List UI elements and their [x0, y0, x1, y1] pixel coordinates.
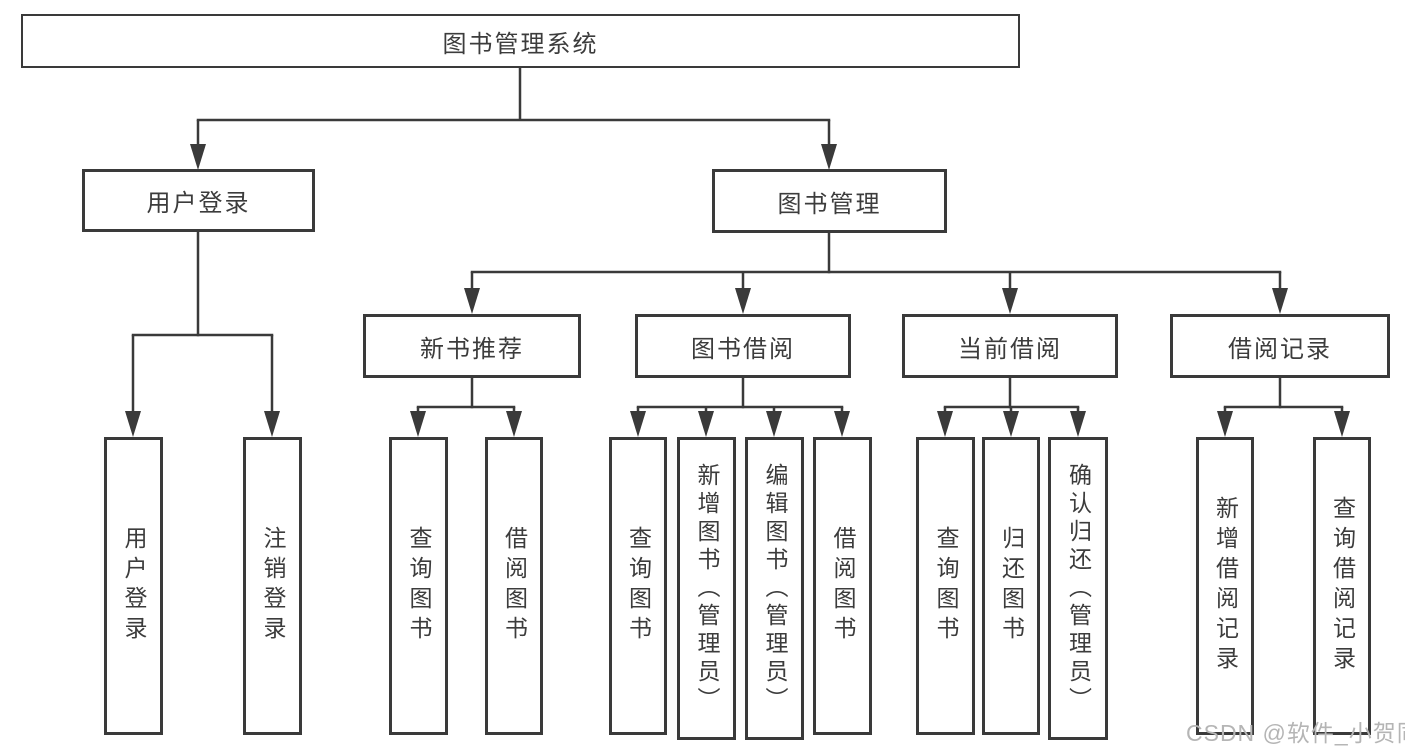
- leaf-query-books-borrowing: 查询图书: [609, 437, 667, 735]
- node-book-borrowing: 图书借阅: [635, 314, 851, 378]
- connector-book-management-to-level3: [464, 232, 1288, 314]
- leaf-query-books-current: 查询图书: [916, 437, 975, 735]
- connector-borrowing-records-to-leaves: [1217, 377, 1350, 437]
- connector-root-to-level2: [190, 68, 837, 170]
- connector-book-borrowing-to-leaves: [630, 377, 850, 437]
- watermark: CSDN @软件_小贺同学: [1186, 720, 1405, 746]
- leaf-confirm-return-admin: 确认归还（管理员）: [1048, 437, 1108, 740]
- leaf-edit-books-admin: 编辑图书（管理员）: [745, 437, 804, 740]
- node-root: 图书管理系统: [21, 14, 1020, 68]
- leaf-query-borrow-record: 查询借阅记录: [1313, 437, 1371, 735]
- connector-new-book-recommendation-to-leaves: [410, 377, 522, 437]
- node-user-login: 用户登录: [82, 169, 315, 232]
- connector-current-borrowing-to-leaves: [937, 377, 1086, 437]
- node-borrowing-records: 借阅记录: [1170, 314, 1390, 378]
- node-book-management: 图书管理: [712, 169, 947, 233]
- leaf-borrow-books-borrowing: 借阅图书: [813, 437, 872, 735]
- leaf-logout: 注销登录: [243, 437, 302, 735]
- node-new-book-recommendation: 新书推荐: [363, 314, 581, 378]
- leaf-add-borrow-record: 新增借阅记录: [1196, 437, 1254, 735]
- connector-user-login-to-leaves: [125, 231, 280, 437]
- leaf-user-login: 用户登录: [104, 437, 163, 735]
- leaf-add-books-admin: 新增图书（管理员）: [677, 437, 736, 740]
- leaf-borrow-books-recommend: 借阅图书: [485, 437, 543, 735]
- leaf-return-books: 归还图书: [982, 437, 1040, 735]
- node-current-borrowing: 当前借阅: [902, 314, 1118, 378]
- leaf-query-books-recommend: 查询图书: [389, 437, 448, 735]
